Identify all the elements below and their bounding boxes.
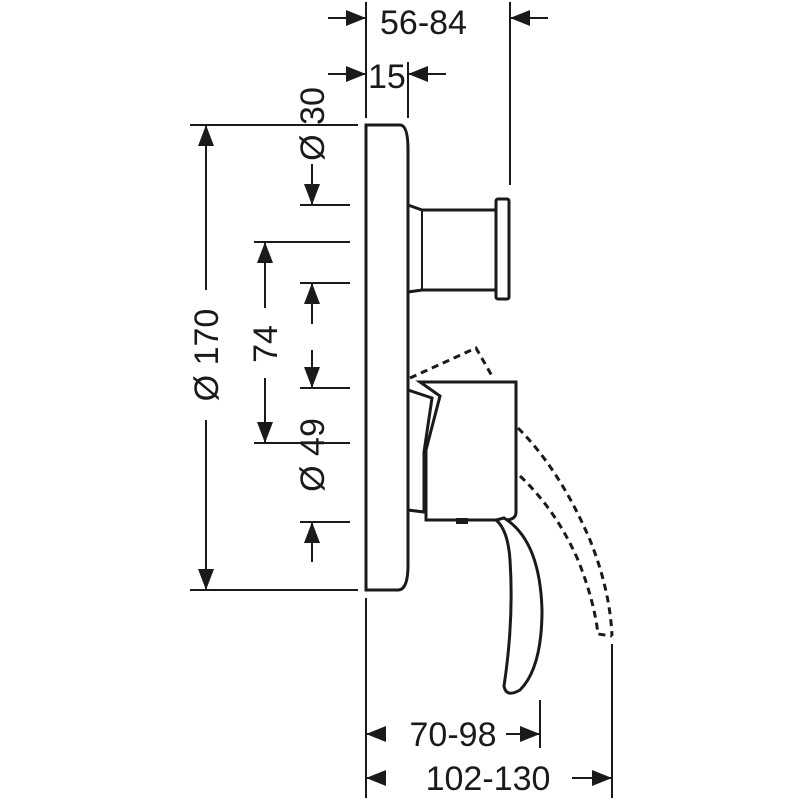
- dim-top-diameter: [300, 164, 350, 324]
- dim-handle-depth-label: 70-98: [410, 716, 497, 754]
- dim-total-depth-label: 56-84: [380, 4, 467, 42]
- dim-center-distance: [254, 241, 350, 444]
- cover-plate: [364, 123, 410, 592]
- diverter-knob-cap: [494, 197, 511, 301]
- handle-swing-outline-outer: [516, 426, 614, 637]
- dim-center-distance-label: 74: [247, 325, 285, 363]
- dim-handle-swing-depth-label: 102-130: [426, 760, 551, 798]
- dim-top-diameter-label: Ø 30: [294, 87, 332, 161]
- dim-lower-diameter: [300, 350, 350, 562]
- mixer-body: [406, 387, 434, 514]
- dim-handle-depth: [365, 598, 541, 798]
- dim-total-depth: [328, 2, 548, 185]
- handle-swing-outline-top: [409, 346, 494, 380]
- mixer-head: [415, 380, 518, 522]
- dim-handle-swing-depth: [366, 644, 613, 798]
- dim-plate-to-body-label: 15: [368, 58, 406, 96]
- dim-plate-to-body: [328, 62, 446, 118]
- handle-swing-outline-inner: [518, 474, 613, 638]
- dim-lower-diameter-label: Ø 49: [294, 418, 332, 492]
- dim-plate-diameter: [190, 124, 358, 591]
- lever-handle: [492, 516, 544, 695]
- dim-plate-diameter-label: Ø 170: [188, 309, 226, 402]
